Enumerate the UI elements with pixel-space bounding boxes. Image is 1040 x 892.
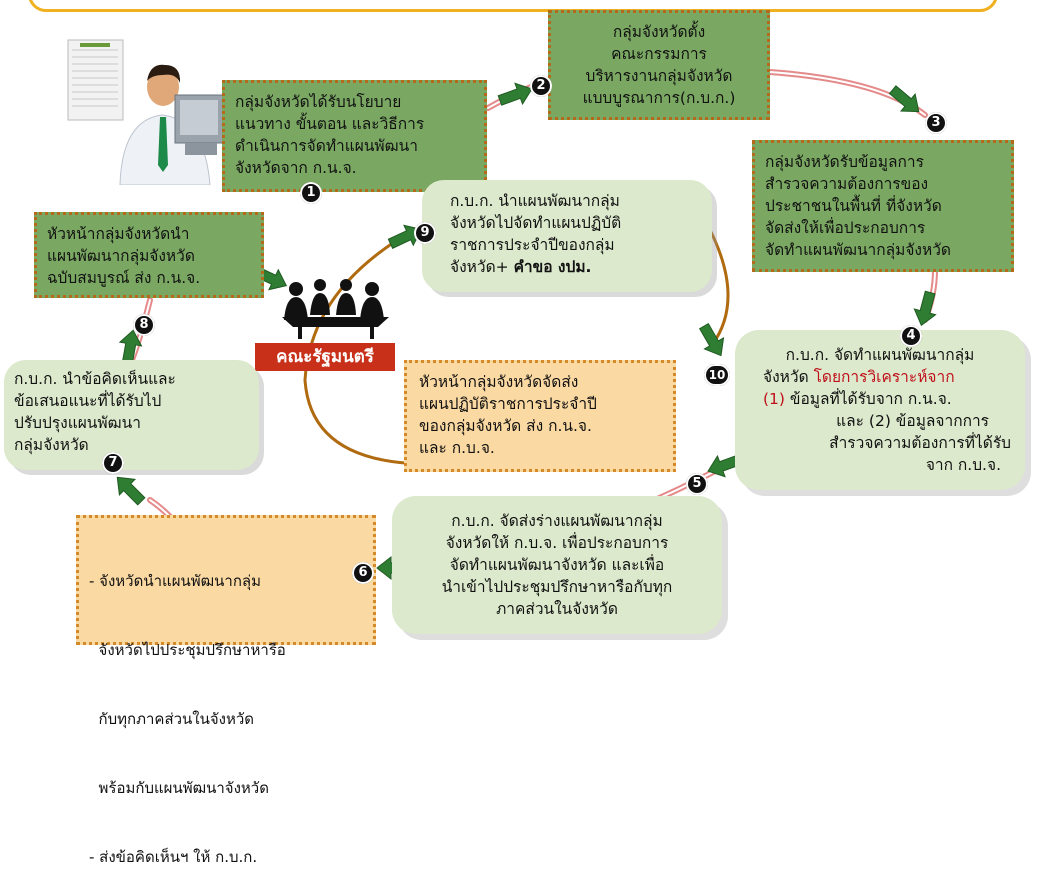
- step-5-text: ก.บ.ก. จัดส่งร่างแผนพัฒนากลุ่ม: [451, 512, 663, 530]
- office-worker-illustration: [67, 39, 224, 185]
- step-5-text: จัดทำแผนพัฒนาจังหวัด และเพื่อ: [449, 556, 665, 574]
- step-9-number-badge: 9: [414, 222, 436, 244]
- step-9-text: จังหวัดไปจัดทำแผนปฏิบัติ: [450, 214, 622, 232]
- meeting-silhouette-illustration: [282, 279, 389, 339]
- step-10-box: หัวหน้ากลุ่มจังหวัดจัดส่ง แผนปฏิบัติราชก…: [404, 360, 676, 472]
- step-3-text: กลุ่มจังหวัดรับข้อมูลการ: [765, 153, 924, 171]
- step-10-text: หัวหน้ากลุ่มจังหวัดจัดส่ง: [419, 373, 579, 391]
- step-2-text: คณะกรรมการ: [611, 45, 707, 63]
- step-5-text: นำเข้าไปประชุมปรึกษาหารือกับทุก: [441, 578, 673, 596]
- green-arrow-icon: [693, 320, 732, 362]
- step-6-box: - จังหวัดนำแผนพัฒนากลุ่ม จังหวัดไปประชุม…: [76, 515, 376, 866]
- step-8-text: ฉบับสมบูรณ์ ส่ง ก.น.จ.: [47, 269, 201, 287]
- step-4-text: สำรวจความต้องการที่ได้รับ: [829, 434, 1011, 452]
- step-4-text: ก.บ.ก. จัดทำแผนพัฒนากลุ่ม: [785, 346, 975, 364]
- step-5-text: ภาคส่วนในจังหวัด: [496, 600, 618, 618]
- step-6-text: - ส่งข้อคิดเห็นฯ ให้ ก.บ.ก.: [89, 848, 258, 866]
- step-7-text: ก.บ.ก. นำข้อคิดเห็นและ: [14, 370, 176, 388]
- step-8-box: หัวหน้ากลุ่มจังหวัดนำ แผนพัฒนากลุ่มจังหว…: [34, 212, 264, 298]
- step-5-text: จังหวัดให้ ก.บ.จ. เพื่อประกอบการ: [445, 534, 669, 552]
- step-9-bold-text: คำขอ งปม.: [513, 258, 592, 276]
- step-2-text: บริหารงานกลุ่มจังหวัด: [585, 67, 733, 85]
- step-9-text: ก.บ.ก. นำแผนพัฒนากลุ่ม: [450, 192, 620, 210]
- step-3-box: กลุ่มจังหวัดรับข้อมูลการ สำรวจความต้องกา…: [752, 140, 1014, 272]
- step-6-text: - จังหวัดนำแผนพัฒนากลุ่ม: [89, 572, 262, 590]
- step-6-text: กับทุกภาคส่วนในจังหวัด: [89, 710, 255, 728]
- step-7-text: ข้อเสนอแนะที่ได้รับไป: [14, 392, 162, 410]
- step-9-text: ราชการประจำปีของกลุ่ม: [450, 236, 615, 254]
- step-3-text: ประชาชนในพื้นที่ ที่จังหวัด: [765, 197, 942, 215]
- step-9-text: จังหวัด+: [450, 258, 514, 276]
- step-8-number-badge: 8: [133, 314, 155, 336]
- step-5-number-badge: 5: [686, 473, 708, 495]
- step-1-text: กลุ่มจังหวัดได้รับนโยบาย: [235, 93, 402, 111]
- step-1-text: แนวทาง ขั้นตอน และวิธีการ: [235, 115, 425, 133]
- step-4-text: จังหวัด: [763, 368, 814, 386]
- step-6-number-badge: 6: [352, 562, 374, 584]
- step-4-text: และ (2) ข้อมูลจากการ: [836, 412, 989, 430]
- step-6-text: พร้อมกับแผนพัฒนาจังหวัด: [89, 779, 269, 797]
- step-4-text: ข้อมูลที่ได้รับจาก ก.น.จ.: [784, 390, 952, 408]
- step-4-highlight-text: (1): [763, 390, 785, 408]
- step-1-box: กลุ่มจังหวัดได้รับนโยบาย แนวทาง ขั้นตอน …: [222, 80, 487, 192]
- green-arrow-icon: [108, 468, 150, 510]
- step-4-text: จาก ก.บ.จ.: [925, 456, 1001, 474]
- green-arrow-icon: [910, 289, 942, 329]
- step-1-number-badge: 1: [300, 182, 322, 204]
- step-4-box: ก.บ.ก. จัดทำแผนพัฒนากลุ่ม จังหวัด โดยการ…: [735, 330, 1025, 490]
- step-9-box: ก.บ.ก. นำแผนพัฒนากลุ่ม จังหวัดไปจัดทำแผน…: [422, 180, 712, 292]
- step-10-number-badge: 10: [704, 364, 730, 386]
- step-7-text: กลุ่มจังหวัด: [14, 436, 89, 454]
- step-7-box: ก.บ.ก. นำข้อคิดเห็นและ ข้อเสนอแนะที่ได้ร…: [4, 360, 259, 470]
- step-4-highlight-text: โดยการวิเคราะห์จาก: [813, 368, 955, 386]
- step-6-text: จังหวัดไปประชุมปรึกษาหารือ: [89, 641, 286, 659]
- step-1-text: ดำเนินการจัดทำแผนพัฒนา: [235, 137, 418, 155]
- step-4-number-badge: 4: [900, 325, 922, 347]
- step-7-text: ปรับปรุงแผนพัฒนา: [14, 414, 141, 432]
- step-2-box: กลุ่มจังหวัดตั้ง คณะกรรมการ บริหารงานกลุ…: [548, 10, 770, 120]
- cabinet-label: คณะรัฐมนตรี: [255, 343, 395, 371]
- step-10-text: แผนปฏิบัติราชการประจำปี: [419, 395, 597, 413]
- step-8-text: แผนพัฒนากลุ่มจังหวัด: [47, 247, 195, 265]
- step-8-text: หัวหน้ากลุ่มจังหวัดนำ: [47, 225, 190, 243]
- step-2-text: กลุ่มจังหวัดตั้ง: [612, 23, 706, 41]
- step-2-text: แบบบูรณาการ(ก.บ.ก.): [582, 89, 736, 107]
- step-3-number-badge: 3: [925, 112, 947, 134]
- step-2-number-badge: 2: [530, 75, 552, 97]
- step-10-text: และ ก.บ.จ.: [419, 439, 495, 457]
- step-7-number-badge: 7: [102, 452, 124, 474]
- step-3-text: จัดส่งให้เพื่อประกอบการ: [765, 219, 926, 237]
- step-1-text: จังหวัดจาก ก.น.จ.: [235, 159, 357, 177]
- step-10-text: ของกลุ่มจังหวัด ส่ง ก.น.จ.: [419, 417, 592, 435]
- step-3-text: จัดทำแผนพัฒนากลุ่มจังหวัด: [765, 241, 951, 259]
- step-3-text: สำรวจความต้องการของ: [765, 175, 929, 193]
- step-5-box: ก.บ.ก. จัดส่งร่างแผนพัฒนากลุ่ม จังหวัดให…: [392, 496, 722, 634]
